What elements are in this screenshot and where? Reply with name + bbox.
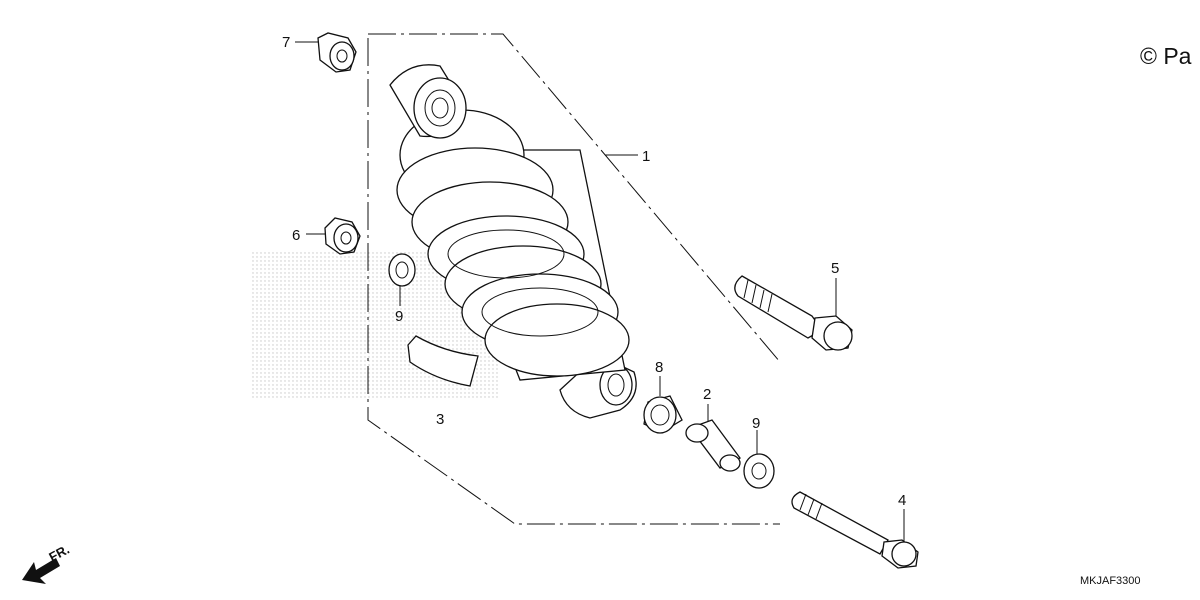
- front-label: FR.: [46, 542, 72, 565]
- leader-lines: [295, 41, 905, 542]
- callout-4: 4: [898, 492, 906, 509]
- washer-upper: [388, 253, 416, 287]
- front-direction-marker: FR.: [22, 542, 72, 584]
- bushing-lower: [324, 217, 361, 255]
- protector-band: [407, 335, 479, 387]
- callout-1: 1: [642, 148, 650, 165]
- callout-9-upper: 9: [395, 308, 403, 325]
- bushing-upper: [317, 32, 357, 73]
- drawing-code: MKJAF3300: [1080, 575, 1141, 587]
- callout-2: 2: [703, 386, 711, 403]
- callout-labels: 1 2 3 4 5 6 7 8 9 9: [282, 34, 906, 509]
- front-arrow-icon: [22, 558, 60, 584]
- callout-9-lower: 9: [752, 415, 760, 432]
- callout-5: 5: [831, 260, 839, 277]
- collar-bushing: [643, 395, 683, 434]
- callout-7: 7: [282, 34, 290, 51]
- callout-3: 3: [436, 411, 444, 428]
- assembly-boundary: [367, 33, 781, 525]
- callout-6: 6: [292, 227, 300, 244]
- shock-absorber: [389, 64, 637, 419]
- bolt-lower: [791, 491, 919, 569]
- spacer-sleeve: [685, 419, 741, 472]
- bolt-upper: [734, 275, 853, 351]
- callout-8: 8: [655, 359, 663, 376]
- copyright-text: © Pa: [1140, 43, 1192, 69]
- washer-lower: [743, 453, 775, 489]
